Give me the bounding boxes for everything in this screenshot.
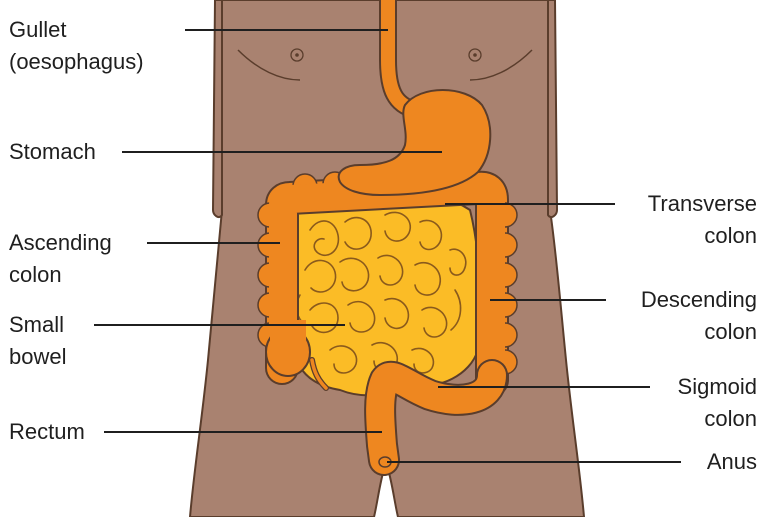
- label-gullet-line1: Gullet: [9, 16, 144, 44]
- label-sigmoid-colon-line1: Sigmoid: [678, 373, 757, 401]
- label-transverse-colon: Transverse colon: [648, 190, 757, 250]
- label-rectum: Rectum: [9, 418, 85, 446]
- label-transverse-colon-line1: Transverse: [648, 190, 757, 218]
- label-stomach-line1: Stomach: [9, 138, 96, 166]
- label-small-bowel: Small bowel: [9, 311, 66, 371]
- left-arm: [213, 0, 222, 217]
- label-anus: Anus: [707, 448, 757, 476]
- label-gullet-line2: (oesophagus): [9, 48, 144, 76]
- label-sigmoid-colon: Sigmoid colon: [678, 373, 757, 433]
- label-gullet: Gullet (oesophagus): [9, 16, 144, 76]
- label-transverse-colon-line2: colon: [648, 222, 757, 250]
- label-descending-colon-line2: colon: [641, 318, 757, 346]
- label-ascending-colon: Ascending colon: [9, 229, 112, 289]
- label-small-bowel-line1: Small: [9, 311, 66, 339]
- label-ascending-colon-line2: colon: [9, 261, 112, 289]
- label-small-bowel-line2: bowel: [9, 343, 66, 371]
- label-sigmoid-colon-line2: colon: [678, 405, 757, 433]
- label-ascending-colon-line1: Ascending: [9, 229, 112, 257]
- label-descending-colon: Descending colon: [641, 286, 757, 346]
- right-arm: [548, 0, 557, 217]
- label-rectum-line1: Rectum: [9, 418, 85, 446]
- label-anus-line1: Anus: [707, 448, 757, 476]
- label-stomach: Stomach: [9, 138, 96, 166]
- label-descending-colon-line1: Descending: [641, 286, 757, 314]
